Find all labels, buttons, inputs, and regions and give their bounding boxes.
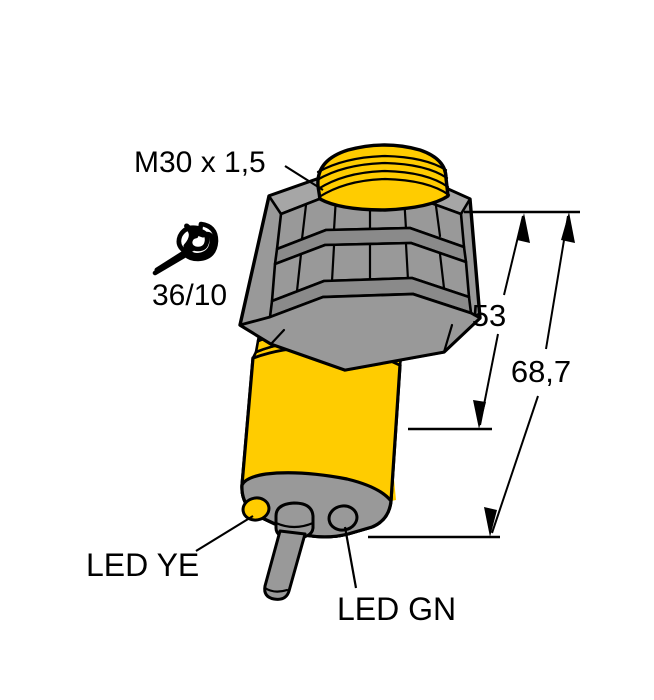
hex-nut-lower-facet-lines-2: [295, 242, 446, 293]
dimension-68-7-arrow-top: [561, 212, 575, 243]
thread-leader-line: [284, 165, 324, 191]
thread-upper-body: [316, 143, 450, 212]
led-green-label: LED GN: [337, 591, 456, 627]
wrench-icon: [152, 221, 219, 276]
led-yellow-label: LED YE: [86, 547, 199, 583]
callout-wrench: 36/10: [152, 221, 227, 312]
hex-nut-bottom-edge-line-2: [442, 323, 454, 354]
dimension-53-arrow-top: [517, 213, 530, 243]
wrench-size-label: 36/10: [152, 279, 227, 312]
cable-tip-line: [263, 586, 289, 593]
hex-nut-bottom-edge-line: [269, 328, 286, 346]
dimension-53: 53: [472, 213, 530, 429]
dimension-group: 53 68,7: [368, 210, 580, 539]
dimension-68-7: 68,7: [484, 212, 575, 537]
wrench-head-outline: [176, 221, 219, 262]
cable-collar-line: [274, 521, 315, 529]
sensor-body: [238, 143, 482, 601]
hex-nut-bottom-chamfer: [238, 292, 482, 372]
thread-upper-helix-lines: [315, 154, 451, 199]
callout-led-yellow: LED YE: [86, 515, 254, 583]
thread-m30-upper: [315, 143, 451, 212]
callout-led-green: LED GN: [337, 526, 456, 627]
dimension-68-7-label: 68,7: [511, 354, 571, 389]
cable-stub: [263, 501, 315, 601]
sensor-end-face: [240, 471, 393, 601]
wrench-handle: [152, 250, 192, 276]
dimension-68-7-arrow-bottom: [484, 507, 497, 537]
led-green-leader-line: [343, 526, 358, 589]
led-yellow-indicator: [241, 496, 271, 522]
dimension-68-7-line-lower: [491, 395, 539, 534]
dimension-53-label: 53: [472, 298, 506, 333]
thread-designation-label: M30 x 1,5: [134, 146, 266, 179]
callout-thread: M30 x 1,5: [134, 146, 324, 191]
cable-body: [263, 529, 307, 601]
dimension-53-arrow-bottom: [473, 400, 486, 429]
led-yellow-leader-line: [195, 515, 254, 552]
